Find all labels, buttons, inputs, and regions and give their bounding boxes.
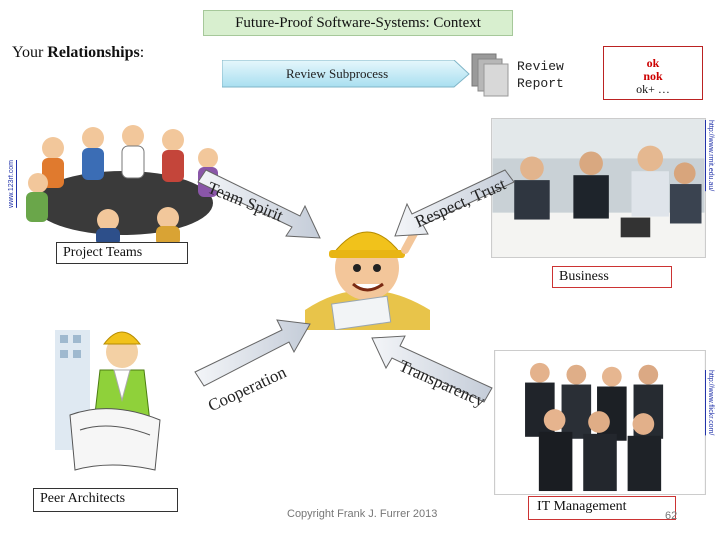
- slide-title: Future-Proof Software-Systems: Context: [203, 10, 513, 36]
- architect-cartoon: [305, 224, 430, 330]
- copyright-footer: Copyright Frank J. Furrer 2013: [287, 508, 438, 520]
- project-teams-cartoon: [18, 108, 228, 246]
- relationships-heading: Your Relationships:: [12, 44, 144, 62]
- business-photo: [491, 118, 706, 258]
- status-ok: ok: [646, 56, 660, 70]
- status-nok: nok: [643, 69, 663, 83]
- review-subprocess-arrow: [222, 60, 470, 88]
- business-photo-credit[interactable]: http://www.rmit.edu.au/: [707, 120, 714, 192]
- relationships-prefix: Your: [12, 44, 48, 61]
- status-ok-plus: ok+ …: [636, 82, 670, 96]
- peer-architects-label: Peer Architects: [33, 488, 178, 512]
- status-box: ok nok ok+ …: [603, 46, 703, 100]
- review-subprocess-label: Review Subprocess: [286, 66, 389, 81]
- left-photo-credit[interactable]: www.123rf.com: [8, 160, 15, 208]
- page-number: 62: [665, 510, 678, 522]
- relationships-bold: Relationships: [47, 44, 140, 61]
- mgmt-photo-credit[interactable]: http://www.flickr.com/: [707, 370, 714, 436]
- project-teams-label: Project Teams: [56, 242, 188, 264]
- business-label: Business: [552, 266, 672, 288]
- relationships-suffix: :: [139, 44, 145, 61]
- it-management-label: IT Management: [528, 496, 676, 520]
- report-stack-icon: [471, 53, 509, 97]
- review-report-label: Review Report: [517, 58, 564, 92]
- transparency-text: Transparency: [396, 356, 488, 411]
- report-line-2: Report: [517, 76, 564, 91]
- peer-architect-cartoon: [55, 330, 161, 471]
- cooperation-text: Cooperation: [205, 362, 290, 416]
- it-management-photo: [494, 350, 706, 495]
- report-line-1: Review: [517, 59, 564, 74]
